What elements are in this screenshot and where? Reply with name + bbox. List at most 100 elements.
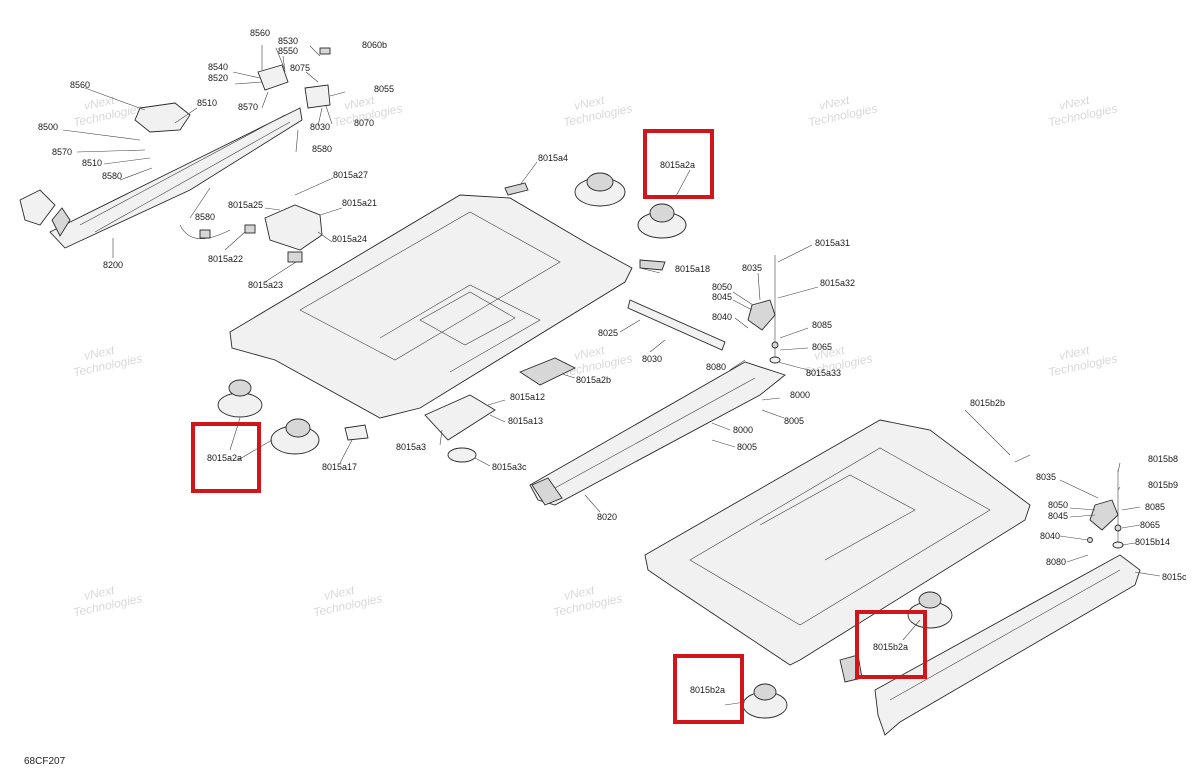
callout: 8000 <box>790 390 810 400</box>
speaker-8015a2a-left-2 <box>270 418 320 455</box>
callout: 8005 <box>737 442 757 452</box>
callout: 8015a3c <box>492 462 527 472</box>
watermark-line1: vNext <box>83 93 117 113</box>
callout: 8015b14 <box>1135 537 1170 547</box>
crossbar-8020 <box>529 361 786 506</box>
callout: 8510 <box>197 98 217 108</box>
callout: 8030 <box>310 122 330 132</box>
callout: 8015b8 <box>1148 454 1178 464</box>
callout: 8030 <box>642 354 662 364</box>
callout: 8550 <box>278 46 298 56</box>
bracket-8015a21 <box>179 204 323 263</box>
callout: 8015a22 <box>208 254 243 264</box>
callout: 8580 <box>102 171 122 181</box>
watermark-line1: vNext <box>83 583 117 603</box>
watermark-line1: vNext <box>323 583 357 603</box>
callout: 8015a17 <box>322 462 357 472</box>
callout: 8015b2b <box>970 398 1005 408</box>
light-bar-8025 <box>627 299 726 351</box>
callout: 8085 <box>1145 502 1165 512</box>
callout: 8015a2a <box>660 160 695 170</box>
speaker-8015b2a-bottom <box>742 683 788 719</box>
callout: 8040 <box>712 312 732 322</box>
callout: 8015a27 <box>333 170 368 180</box>
callout: 8510 <box>82 158 102 168</box>
callout: 8020 <box>597 512 617 522</box>
amplifier-8015a2b <box>519 357 577 386</box>
callout: 8015a13 <box>508 416 543 426</box>
callout: 8005 <box>784 416 804 426</box>
callout: 8015a21 <box>342 198 377 208</box>
speaker-8015a2a-left-1 <box>217 379 263 418</box>
callout: 8015a32 <box>820 278 855 288</box>
hardware-stack-upper <box>747 255 781 364</box>
callout: 8050 <box>712 282 732 292</box>
watermark-line1: vNext <box>343 93 377 113</box>
mount-plate-8015a3 <box>344 394 496 463</box>
roof-panel-upper <box>229 182 666 419</box>
callout: 8065 <box>1140 520 1160 530</box>
highlight-8015a2a-top <box>643 129 714 199</box>
callout: 8580 <box>195 212 215 222</box>
callout: 8015b2a <box>873 642 908 652</box>
callout: 8560 <box>250 28 270 38</box>
callout: 8015a33 <box>806 368 841 378</box>
callout: 8015a18 <box>675 264 710 274</box>
callout: 8560 <box>70 80 90 90</box>
callout: 8200 <box>103 260 123 270</box>
diagram-reference-code: 68CF207 <box>24 756 66 767</box>
callout: 8035 <box>1036 472 1056 482</box>
hardware-stack-lower <box>1087 470 1124 549</box>
rear-rail-8015c <box>839 554 1141 736</box>
callout: 8570 <box>238 102 258 112</box>
callout: 8500 <box>38 122 58 132</box>
speaker-8015a2a-top-2 <box>637 203 687 239</box>
callout: 8075 <box>290 63 310 73</box>
callout: 8015a24 <box>332 234 367 244</box>
callout: 8015a25 <box>228 200 263 210</box>
callout: 8015a23 <box>248 280 283 290</box>
callout: 8080 <box>706 362 726 372</box>
callout: 8040 <box>1040 531 1060 541</box>
leader-lines <box>62 45 1161 706</box>
callout: 8045 <box>712 292 732 302</box>
highlight-8015a2a-left <box>191 422 261 493</box>
watermark-line1: vNext <box>573 343 607 363</box>
callout: 8015a31 <box>815 238 850 248</box>
callout: 8530 <box>278 36 298 46</box>
callout: 8000 <box>733 425 753 435</box>
callout: 8570 <box>52 147 72 157</box>
callout: 8015a4 <box>538 153 568 163</box>
watermark-line1: vNext <box>563 583 597 603</box>
highlight-8015b2a-bottom <box>673 654 744 724</box>
callout: 8045 <box>1048 511 1068 521</box>
watermark-line1: vNext <box>83 343 117 363</box>
callout: 8055 <box>374 84 394 94</box>
callout: 8015b9 <box>1148 480 1178 490</box>
watermark-line1: vNext <box>1058 93 1092 113</box>
highlight-8015b2a-right <box>855 610 927 679</box>
callout: 8015a12 <box>510 392 545 402</box>
watermark-line1: vNext <box>818 93 852 113</box>
callout: 8050 <box>1048 500 1068 510</box>
callout: 8015a2a <box>207 453 242 463</box>
roof-panel-lower <box>644 419 1031 666</box>
callout: 8070 <box>354 118 374 128</box>
callout: 8085 <box>812 320 832 330</box>
callout-labels: 8560 8530 8550 8540 8520 8570 8060b 8075… <box>38 28 1187 695</box>
watermark-line1: vNext <box>1058 343 1092 363</box>
callout: 8015b2a <box>690 685 725 695</box>
front-rail-assembly <box>19 47 331 249</box>
callout: 8580 <box>312 144 332 154</box>
callout: 8540 <box>208 62 228 72</box>
watermark-line1: vNext <box>813 343 847 363</box>
callout: 8035 <box>742 263 762 273</box>
callout: 8015a2b <box>576 375 611 385</box>
callout: 8065 <box>812 342 832 352</box>
callout: 8015a3 <box>396 442 426 452</box>
watermark-line1: vNext <box>573 93 607 113</box>
callout: 8025 <box>598 328 618 338</box>
callout: 8080 <box>1046 557 1066 567</box>
